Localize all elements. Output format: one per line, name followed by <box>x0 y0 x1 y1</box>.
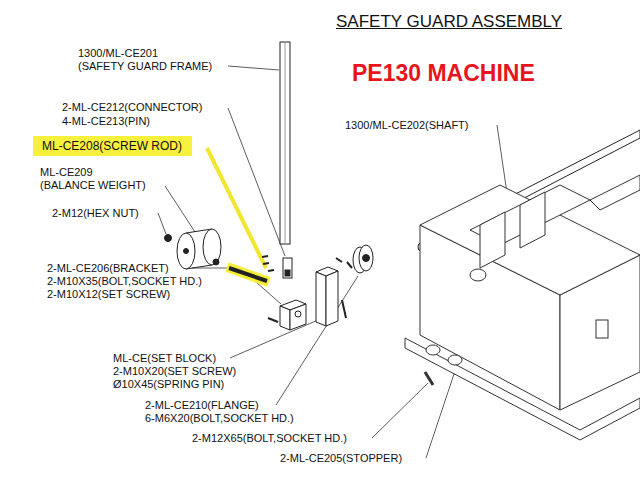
part-callout: 2-M10X12(SET SCREW) <box>47 287 170 301</box>
part-callout: 2-M12(HEX NUT) <box>52 206 139 220</box>
machine-name: PE130 MACHINE <box>352 60 535 86</box>
part-label: ML-CE208(SCREW ROD) <box>42 139 183 153</box>
part-callout: 4-ML-CE213(PIN) <box>62 114 150 128</box>
machine-base <box>405 175 640 440</box>
bracket <box>268 300 306 330</box>
highlight-box: ML-CE208(SCREW ROD) <box>33 136 192 156</box>
part-callout: 2-ML-CE206(BRACKET) <box>47 261 169 275</box>
flange <box>353 245 373 273</box>
pins <box>262 256 274 271</box>
part-callout: ML-CE209 <box>40 165 93 179</box>
part-callout: 2-ML-CE205(STOPPER) <box>280 451 402 465</box>
part-callout: 1300/ML-CE201 <box>78 46 158 60</box>
part-callout: 2-ML-CE210(FLANGE) <box>145 398 259 412</box>
part-callout: 2-M12X65(BOLT,SOCKET HD.) <box>192 431 347 445</box>
part-callout: 1300/ML-CE202(SHAFT) <box>345 118 469 132</box>
part-callout: 6-M6X20(BOLT,SOCKET HD.) <box>145 411 294 425</box>
diagram-title: SAFETY GUARD ASSEMBLY <box>336 12 562 32</box>
balance-weight <box>177 229 221 269</box>
part-callout: ML-CE(SET BLOCK) <box>113 351 216 365</box>
part-callout: Ø10X45(SPRING PIN) <box>113 377 224 391</box>
screw-rod <box>227 267 269 282</box>
part-callout: (BALANCE WEIGHT) <box>40 178 146 192</box>
part-callout: 2-M10X35(BOLT,SOCKET HD.) <box>47 274 202 288</box>
guard-frame <box>280 42 292 278</box>
hex-nut <box>165 235 172 242</box>
part-callout: 2-ML-CE212(CONNECTOR) <box>62 100 202 114</box>
part-callout: (SAFETY GUARD FRAME) <box>78 59 212 73</box>
hex-nut <box>213 259 219 265</box>
part-callout: 2-M10X20(SET SCREW) <box>113 364 236 378</box>
set-block <box>316 258 352 326</box>
